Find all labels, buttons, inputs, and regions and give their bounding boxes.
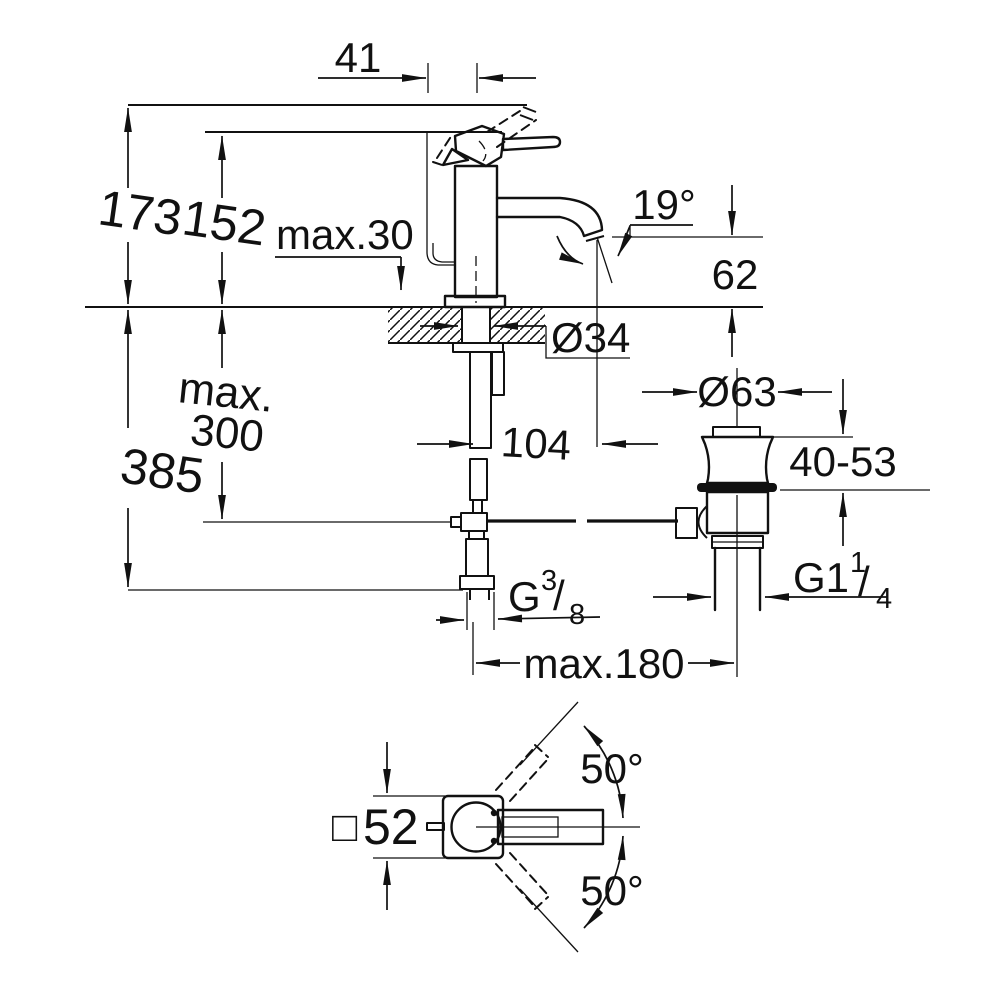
supply-hose-upper [469, 351, 492, 449]
top-view-spout-nub [426, 822, 445, 831]
dimension-62: 62 [712, 185, 759, 357]
dim-label-52: 52 [363, 799, 419, 855]
dimension-max300: max. 300 [176, 309, 276, 520]
dimension-max30: max.30 [275, 211, 414, 291]
dim-label-max-value: 300 [188, 405, 266, 461]
dim-label-19deg: 19° [632, 181, 696, 228]
dim-label-max180: max.180 [523, 640, 684, 687]
dim-label-g38-slash: / [553, 572, 565, 619]
dim-label-g1-sub: 4 [876, 583, 892, 615]
stream-swing-arrow [556, 235, 584, 265]
dim-label-40-53: 40-53 [789, 438, 896, 485]
dim-label-41: 41 [335, 34, 382, 81]
dim-label-dia34: Ø34 [551, 314, 630, 361]
dimension-dia63: Ø63 [642, 368, 832, 415]
hose-stub [491, 351, 505, 396]
popup-plug [712, 426, 761, 438]
stream-angle-line [596, 236, 613, 284]
swing-arc-down [583, 835, 626, 929]
drain-valve [675, 368, 777, 677]
drain-upper-body [700, 435, 775, 485]
dimension-104: 104 [417, 240, 658, 469]
dim-label-max-word: max. [176, 363, 276, 422]
dimension-g1-1-4: G1 1 / 4 [653, 547, 892, 615]
dimension-40-53: 40-53 [773, 379, 930, 546]
faucet-side-view [426, 106, 613, 309]
top-view-lever [496, 808, 605, 846]
drain-seal-flange [697, 483, 777, 492]
square-symbol: □ [332, 803, 358, 850]
handle-lever-raised-ghost [486, 108, 524, 133]
dim-label-50deg-down: 50° [580, 867, 644, 914]
spout-aerator [585, 235, 605, 242]
dim-label-g38-sub: 8 [569, 599, 585, 631]
lever-ghost-up [495, 744, 549, 802]
dim-label-62: 62 [712, 251, 759, 298]
dim-label-385: 385 [117, 437, 207, 504]
supply-nut [459, 575, 495, 590]
under-counter-parts [450, 306, 678, 600]
dimension-385: 385 [117, 309, 207, 588]
handle-lever [501, 135, 562, 152]
dimension-g3-8: G 3 / 8 [436, 565, 601, 631]
handle-skirt [441, 147, 470, 167]
dim-label-173: 173 [95, 179, 185, 246]
lever-ghost-down [495, 852, 549, 910]
dim-label-g38-base: G [508, 573, 541, 620]
dimension-41: 41 [318, 34, 536, 93]
reference-lines [85, 104, 763, 591]
rod-knob [675, 507, 698, 539]
drain-lower-body [705, 490, 770, 535]
dimension-152: 152 [179, 135, 269, 305]
spout [495, 196, 604, 238]
swing-arc-up [583, 725, 626, 819]
supply-hose-lower [469, 458, 488, 501]
dim-label-g38-sup: 3 [541, 565, 557, 597]
threaded-shank [461, 306, 491, 344]
dimension-19deg: 19° [617, 181, 696, 257]
dim-label-dia63: Ø63 [697, 368, 776, 415]
dim-label-max30: max.30 [276, 211, 414, 258]
supply-thread-end [465, 538, 489, 577]
dim-label-g1-sup: 1 [850, 547, 866, 579]
dim-label-50deg-up: 50° [580, 745, 644, 792]
dim-label-152: 152 [179, 189, 269, 256]
mounting-washer [452, 342, 504, 353]
front-extension-line [426, 132, 456, 266]
dim-label-g1-base: G1 [793, 554, 849, 601]
dimension-max180: max.180 [472, 622, 735, 687]
dimension-173: 173 [95, 107, 185, 305]
dim-label-g1-slash: / [858, 558, 870, 605]
dim-label-104: 104 [500, 418, 572, 469]
dimension-dia34: Ø34 [420, 314, 630, 361]
rod-tee [460, 512, 488, 532]
faucet-top-view: 50° 50° □ 52 [332, 701, 644, 953]
counter-section [388, 307, 545, 344]
